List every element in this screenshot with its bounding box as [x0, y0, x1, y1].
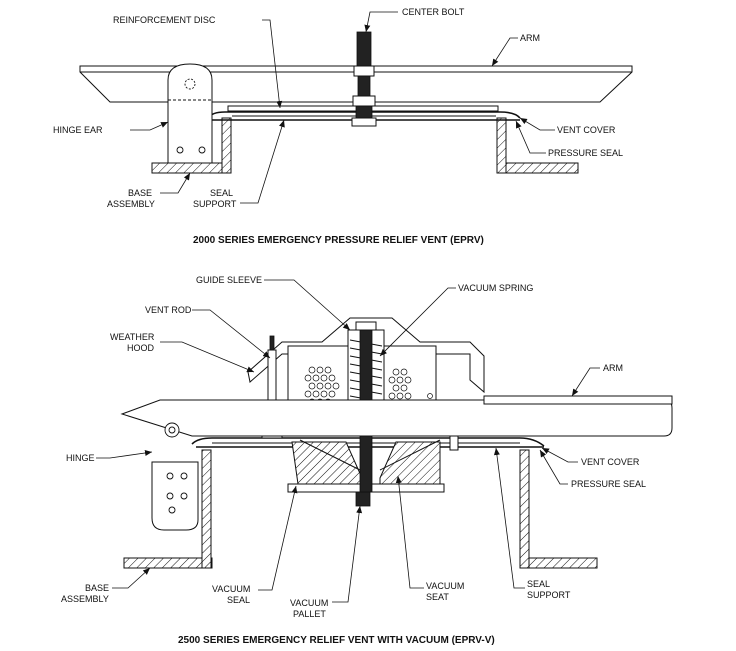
bottom-hinge [151, 422, 199, 531]
label-weather-hood: WEATHER [110, 332, 155, 342]
label-vacuum-pallet: VACUUM [290, 598, 328, 608]
top-leaders [130, 11, 555, 204]
label-arm: ARM [520, 33, 540, 43]
top-caption: 2000 SERIES EMERGENCY PRESSURE RELIEF VE… [193, 235, 484, 246]
label-seal-support-bottom: SEAL [527, 579, 550, 589]
label-pressure-seal: PRESSURE SEAL [548, 148, 623, 158]
label-base-assembly-bottom: BASE [85, 583, 109, 593]
bottom-base-assembly [123, 449, 598, 569]
label-base-assembly: BASE [128, 188, 152, 198]
label-reinforcement-disc: REINFORCEMENT DISC [113, 15, 216, 25]
label-base-assembly-bottom-2: ASSEMBLY [61, 594, 109, 604]
top-center-bolt [351, 31, 377, 127]
top-hinge-ear [167, 63, 213, 164]
label-seal-support-bottom-2: SUPPORT [527, 590, 571, 600]
label-center-bolt: CENTER BOLT [402, 7, 465, 17]
bottom-diagram: GUIDE SLEEVE VACUUM SPRING VENT ROD WEAT… [61, 275, 673, 646]
label-pressure-seal-bottom: PRESSURE SEAL [571, 479, 646, 489]
bottom-vacuum-seat [291, 439, 441, 485]
label-base-assembly-2: ASSEMBLY [107, 199, 155, 209]
label-seal-support: SEAL [210, 188, 233, 198]
top-diagram: CENTER BOLT REINFORCEMENT DISC ARM HINGE… [53, 7, 633, 246]
label-vacuum-seal: VACUUM [212, 584, 250, 594]
label-hinge-ear: HINGE EAR [53, 125, 103, 135]
top-arm [79, 65, 633, 103]
bottom-arm [120, 395, 673, 437]
label-vent-cover: VENT COVER [557, 125, 616, 135]
label-seal-support-2: SUPPORT [193, 199, 237, 209]
label-vacuum-seal-2: SEAL [227, 595, 250, 605]
label-vacuum-seat-2: SEAT [426, 592, 449, 602]
bottom-caption: 2500 SERIES EMERGENCY RELIEF VENT WITH V… [178, 635, 495, 646]
label-guide-sleeve: GUIDE SLEEVE [196, 275, 262, 285]
label-vent-cover-bottom: VENT COVER [581, 457, 640, 467]
label-vacuum-spring: VACUUM SPRING [458, 283, 533, 293]
label-hinge: HINGE [66, 453, 95, 463]
label-vent-rod: VENT ROD [145, 305, 192, 315]
label-vacuum-pallet-2: PALLET [293, 609, 326, 619]
label-weather-hood-2: HOOD [127, 343, 155, 353]
bottom-leaders [96, 279, 600, 603]
label-vacuum-seat: VACUUM [426, 581, 464, 591]
label-arm-bottom: ARM [603, 363, 623, 373]
